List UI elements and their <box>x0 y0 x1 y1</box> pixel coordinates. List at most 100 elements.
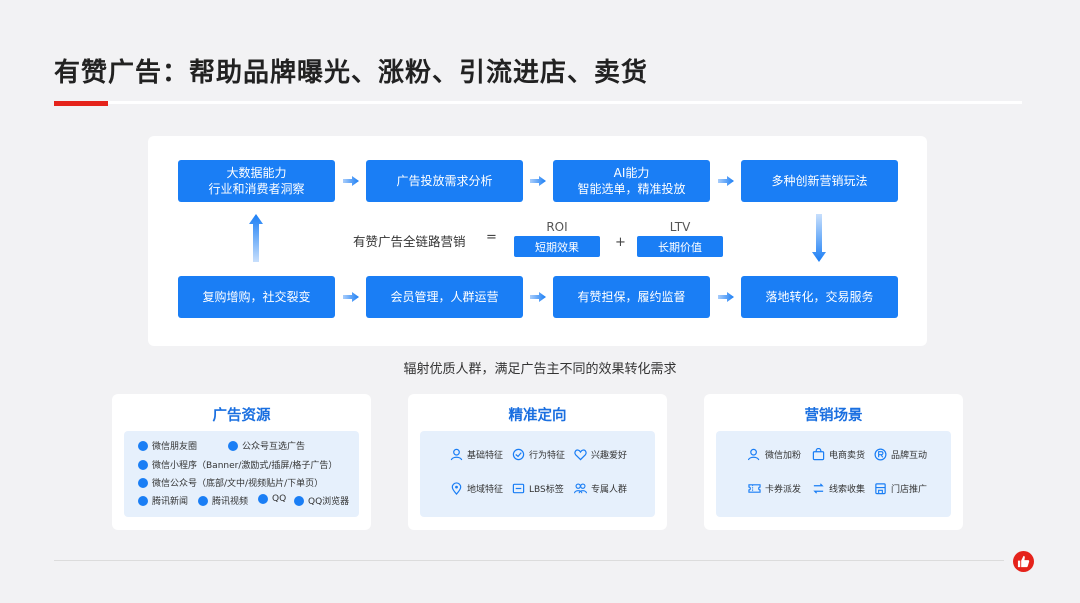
resource-label: 公众号互选广告 <box>242 442 306 452</box>
resource-item: QQ <box>258 494 286 504</box>
group-icon <box>574 483 587 494</box>
page-title: 有赞广告：帮助品牌曝光、涨粉、引流进店、卖货 <box>54 58 649 88</box>
qq-icon <box>258 494 268 504</box>
plus-sign: + <box>615 235 626 250</box>
arrow-right-icon <box>530 176 546 186</box>
flow-box-line2: 智能选单，精准投放 <box>577 182 686 196</box>
flow-box-line1: 大数据能力 <box>226 166 287 180</box>
flow-box-line1: AI能力 <box>613 166 650 180</box>
flow-box-repurchase: 复购增购，社交裂变 <box>178 276 335 318</box>
card-precise-targeting: 精准定向 基础特征 行为特征 兴趣爱好 地域特征 LBS标签 专属人群 <box>408 394 667 530</box>
resource-label: 微信公众号（底部/文中/视频贴片/下单页） <box>152 479 324 489</box>
tencent-video-icon <box>198 495 208 506</box>
behavior-icon <box>512 448 525 461</box>
card-title: 广告资源 <box>212 408 271 424</box>
moments-icon <box>138 440 148 451</box>
targeting-label: 地域特征 <box>467 485 504 495</box>
shop-bag-icon <box>812 448 825 461</box>
resource-item: 微信公众号（底部/文中/视频贴片/下单页） <box>138 476 323 489</box>
flow-box-member-management: 会员管理，人群运营 <box>366 276 523 318</box>
flow-box-line1: 多种创新营销玩法 <box>771 174 868 188</box>
targeting-item: 行为特征 <box>512 448 565 461</box>
scene-label: 门店推广 <box>891 485 928 495</box>
wechat-icon <box>228 440 238 451</box>
flow-box-big-data: 大数据能力 行业和消费者洞察 <box>178 160 335 202</box>
flow-box-line1: 有赞担保，履约监督 <box>577 290 686 304</box>
user-icon <box>450 448 463 461</box>
flow-box-guarantee: 有赞担保，履约监督 <box>553 276 710 318</box>
arrow-right-icon <box>718 176 734 186</box>
scene-label: 微信加粉 <box>765 451 802 461</box>
resource-label: 微信小程序（Banner/激励式/插屏/格子广告） <box>152 461 338 471</box>
resource-item: 微信小程序（Banner/激励式/插屏/格子广告） <box>138 458 337 471</box>
equals-sign: = <box>486 230 497 245</box>
card-ad-resources: 广告资源 微信朋友圈 公众号互选广告 微信小程序（Banner/激励式/插屏/格… <box>112 394 371 530</box>
card-marketing-scenarios: 营销场景 微信加粉 电商卖货 品牌互动 卡券派发 线索收集 门店推广 <box>704 394 963 530</box>
flow-box-line1: 会员管理，人群运营 <box>390 290 499 304</box>
store-icon <box>875 483 886 495</box>
ltv-desc: 长期价值 <box>637 236 723 257</box>
arrow-up-icon <box>249 214 263 262</box>
youzan-logo-icon <box>1013 551 1034 572</box>
tencent-news-icon <box>138 495 148 506</box>
flow-box-conversion: 落地转化，交易服务 <box>741 276 898 318</box>
flow-box-line1: 广告投放需求分析 <box>396 174 493 188</box>
resource-label: 微信朋友圈 <box>152 442 198 452</box>
arrow-right-icon <box>530 292 546 302</box>
scene-label: 品牌互动 <box>891 451 928 461</box>
thumbs-up-icon <box>1017 555 1030 568</box>
card-inner: 微信朋友圈 公众号互选广告 微信小程序（Banner/激励式/插屏/格子广告） … <box>124 431 359 517</box>
scene-item: 线索收集 <box>812 482 865 495</box>
title-divider <box>54 101 1022 104</box>
resource-item: 腾讯新闻 <box>138 494 188 507</box>
title-accent-bar <box>54 101 108 106</box>
scene-item: 电商卖货 <box>812 448 865 461</box>
flow-box-line1: 复购增购，社交裂变 <box>202 290 311 304</box>
scene-label: 线索收集 <box>829 485 866 495</box>
targeting-item: 兴趣爱好 <box>574 448 627 461</box>
full-chain-label: 有赞广告全链路营销 <box>353 234 466 249</box>
heart-icon <box>574 449 587 461</box>
flow-box-ai: AI能力 智能选单，精准投放 <box>553 160 710 202</box>
resource-item: 腾讯视频 <box>198 494 248 507</box>
arrow-right-icon <box>343 176 359 186</box>
arrow-down-icon <box>812 214 826 262</box>
flow-box-demand-analysis: 广告投放需求分析 <box>366 160 523 202</box>
flow-box-line1: 落地转化，交易服务 <box>765 290 874 304</box>
roi-desc: 短期效果 <box>514 236 600 257</box>
coupon-icon <box>748 484 761 493</box>
resource-item: 公众号互选广告 <box>228 439 305 452</box>
targeting-item: 地域特征 <box>450 482 503 495</box>
targeting-item: 专属人群 <box>574 482 627 495</box>
resource-item: QQ浏览器 <box>294 494 349 507</box>
location-icon <box>451 482 462 495</box>
roi-label: ROI <box>546 220 568 234</box>
scene-label: 电商卖货 <box>829 451 866 461</box>
card-title: 精准定向 <box>508 408 567 424</box>
footer-divider <box>54 560 1004 561</box>
resource-label: 腾讯视频 <box>212 497 249 507</box>
lbs-tag-icon <box>512 483 525 494</box>
wechat-icon <box>138 477 148 488</box>
qq-browser-icon <box>294 495 304 506</box>
arrow-right-icon <box>718 292 734 302</box>
targeting-item: 基础特征 <box>450 448 503 461</box>
scene-item: 品牌互动 <box>874 448 927 461</box>
flow-box-line2: 行业和消费者洞察 <box>208 182 305 196</box>
lead-collection-icon <box>813 483 824 494</box>
section-subtitle: 辐射优质人群，满足广告主不同的效果转化需求 <box>403 362 677 377</box>
card-title: 营销场景 <box>804 408 863 424</box>
flow-panel: 大数据能力 行业和消费者洞察 广告投放需求分析 AI能力 智能选单，精准投放 多… <box>148 136 927 346</box>
targeting-label: 兴趣爱好 <box>591 451 628 461</box>
arrow-right-icon <box>343 292 359 302</box>
resource-label: QQ <box>272 494 287 504</box>
targeting-label: 专属人群 <box>591 485 628 495</box>
targeting-label: 行为特征 <box>529 451 566 461</box>
card-inner: 微信加粉 电商卖货 品牌互动 卡券派发 线索收集 门店推广 <box>716 431 951 517</box>
targeting-item: LBS标签 <box>512 482 564 495</box>
targeting-label: LBS标签 <box>529 485 564 495</box>
resource-label: 腾讯新闻 <box>152 497 189 507</box>
brand-icon <box>874 448 887 461</box>
ltv-label: LTV <box>669 220 691 234</box>
flow-box-creative-marketing: 多种创新营销玩法 <box>741 160 898 202</box>
